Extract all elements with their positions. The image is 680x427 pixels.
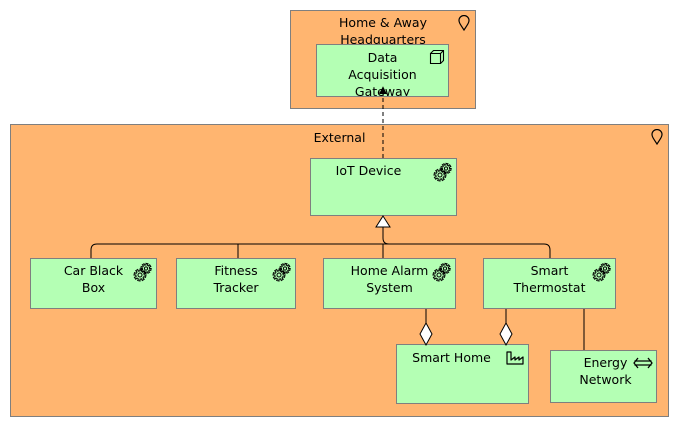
specialization-relationship[interactable] — [90, 225, 551, 258]
gears-icon — [592, 262, 611, 282]
node-iot-device[interactable]: IoT Device — [310, 158, 457, 216]
node-label: Home Alarm System — [350, 263, 429, 295]
node-label: IoT Device — [335, 163, 402, 178]
gears-icon — [433, 162, 452, 182]
node-label: Smart Home — [412, 350, 491, 365]
location-label: Home & Away Headquarters — [339, 15, 427, 47]
node-fitness-tracker[interactable]: Fitness Tracker — [176, 258, 296, 309]
node-label: Smart Thermostat — [513, 263, 586, 295]
specialization-arrowhead — [375, 215, 391, 228]
location-label: External — [313, 130, 366, 145]
gears-icon — [133, 262, 152, 282]
node-home-alarm-system[interactable]: Home Alarm System — [323, 258, 456, 309]
node-cube-icon — [429, 49, 445, 65]
location-pin-icon — [651, 129, 663, 145]
node-smart-thermostat[interactable]: Smart Thermostat — [483, 258, 616, 309]
gears-icon — [432, 262, 451, 282]
distribution-network-energy-network[interactable]: Energy Network — [550, 350, 657, 403]
node-label: Data Acquisition Gateway — [348, 50, 417, 97]
location-pin-icon — [458, 15, 470, 31]
node-label: Car Black Box — [63, 263, 124, 295]
node-car-black-box[interactable]: Car Black Box — [30, 258, 157, 309]
distribution-network-icon — [633, 357, 653, 369]
gears-icon — [272, 262, 291, 282]
facility-smart-home[interactable]: Smart Home — [396, 344, 529, 404]
aggregation-smarthome-thermostat[interactable] — [499, 309, 513, 347]
aggregation-smarthome-alarm[interactable] — [419, 309, 433, 347]
node-label: Fitness Tracker — [213, 263, 259, 295]
facility-icon — [506, 351, 524, 365]
node-label: Energy Network — [579, 355, 632, 387]
